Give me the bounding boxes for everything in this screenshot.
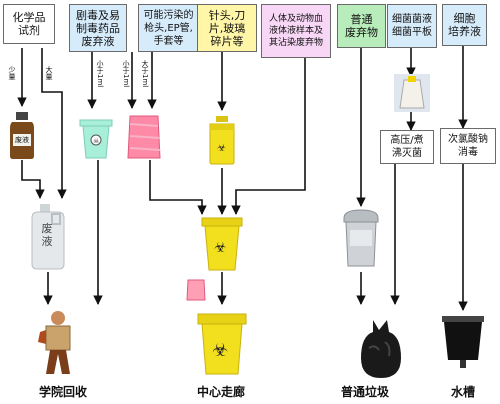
arrow-chem-large bbox=[41, 48, 67, 199]
garbage-bag-icon bbox=[361, 320, 401, 378]
arrow-tips-bag-to-corridor bbox=[149, 160, 207, 215]
yellow-bin-large-icon: ☣ bbox=[197, 313, 247, 375]
arrow-blood-to-corridor bbox=[231, 58, 306, 215]
biohazard-bag-icon bbox=[127, 115, 161, 159]
source-toxic-drugs-label: 剧毒及易 制毒药品 废弃液 bbox=[76, 8, 120, 48]
label-toxic-small: 小于1ml bbox=[96, 60, 104, 88]
source-sharps-label: 针头,刀 片,玻璃 碎片等 bbox=[208, 8, 246, 48]
source-cell-culture-label: 细胞 培养液 bbox=[448, 12, 481, 38]
yellow-bin-icon: ☣ bbox=[201, 217, 243, 271]
sharps-container-icon: ☣ bbox=[209, 116, 235, 165]
bottle-label: 废液 bbox=[15, 136, 29, 144]
source-cell-culture: 细胞 培养液 bbox=[442, 4, 487, 46]
worker-carrying-box-icon bbox=[38, 311, 71, 374]
destination-college: 学院回收 bbox=[38, 385, 87, 399]
destination-general-trash: 普通垃圾 bbox=[340, 385, 389, 399]
source-chemical-reagent-label: 化学品 试剂 bbox=[12, 11, 46, 37]
svg-text:☣: ☣ bbox=[217, 143, 226, 154]
source-general-waste: 普通 废弃物 bbox=[337, 4, 386, 48]
source-general-waste-label: 普通 废弃物 bbox=[345, 13, 378, 39]
label-tips-small: 小于1ml bbox=[122, 60, 130, 88]
source-blood-samples: 人体及动物血 液体液样本及 其沾染废弃物 bbox=[261, 4, 331, 58]
process-bleach: 次氯酸钠 消毒 bbox=[440, 128, 496, 164]
source-bacteria-label: 细菌菌液 细菌平板 bbox=[392, 14, 432, 38]
destination-sink: 水槽 bbox=[450, 385, 475, 399]
source-chemical-reagent: 化学品 试剂 bbox=[3, 4, 55, 44]
autoclave-bag-icon bbox=[394, 74, 430, 112]
destination-corridor: 中心走廊 bbox=[196, 385, 245, 399]
source-contaminated-tips: 可能污染的 枪头,EP管, 手套等 bbox=[138, 4, 199, 52]
process-autoclave: 高压/煮 沸灭菌 bbox=[380, 130, 434, 164]
svg-text:☠: ☠ bbox=[93, 137, 99, 145]
svg-text:☣: ☣ bbox=[214, 240, 227, 256]
process-autoclave-label: 高压/煮 沸灭菌 bbox=[390, 135, 424, 159]
svg-text:☣: ☣ bbox=[212, 340, 228, 361]
gray-trash-can-icon bbox=[343, 209, 379, 267]
source-contaminated-tips-label: 可能污染的 枪头,EP管, 手套等 bbox=[143, 9, 194, 47]
label-tips-large: 大于1ml bbox=[141, 60, 149, 88]
sink-icon bbox=[442, 316, 484, 368]
source-sharps: 针头,刀 片,玻璃 碎片等 bbox=[197, 4, 257, 52]
label-small-amount: 少量 bbox=[8, 66, 16, 80]
toxic-bin-icon: ☠ bbox=[79, 119, 113, 159]
source-bacteria: 细菌菌液 细菌平板 bbox=[387, 4, 437, 48]
waste-bottle-icon bbox=[10, 112, 34, 159]
source-toxic-drugs: 剧毒及易 制毒药品 废弃液 bbox=[69, 4, 127, 52]
label-large-amount: 大量 bbox=[45, 66, 53, 80]
arrow-bottle-to-jug bbox=[21, 160, 45, 199]
small-biohazard-bag-icon bbox=[186, 279, 206, 301]
source-blood-samples-label: 人体及动物血 液体液样本及 其沾染废弃物 bbox=[268, 14, 323, 48]
jerrycan-label: 废 液 bbox=[41, 222, 53, 248]
process-bleach-label: 次氯酸钠 消毒 bbox=[448, 134, 488, 158]
waste-jerrycan-icon bbox=[31, 204, 65, 270]
